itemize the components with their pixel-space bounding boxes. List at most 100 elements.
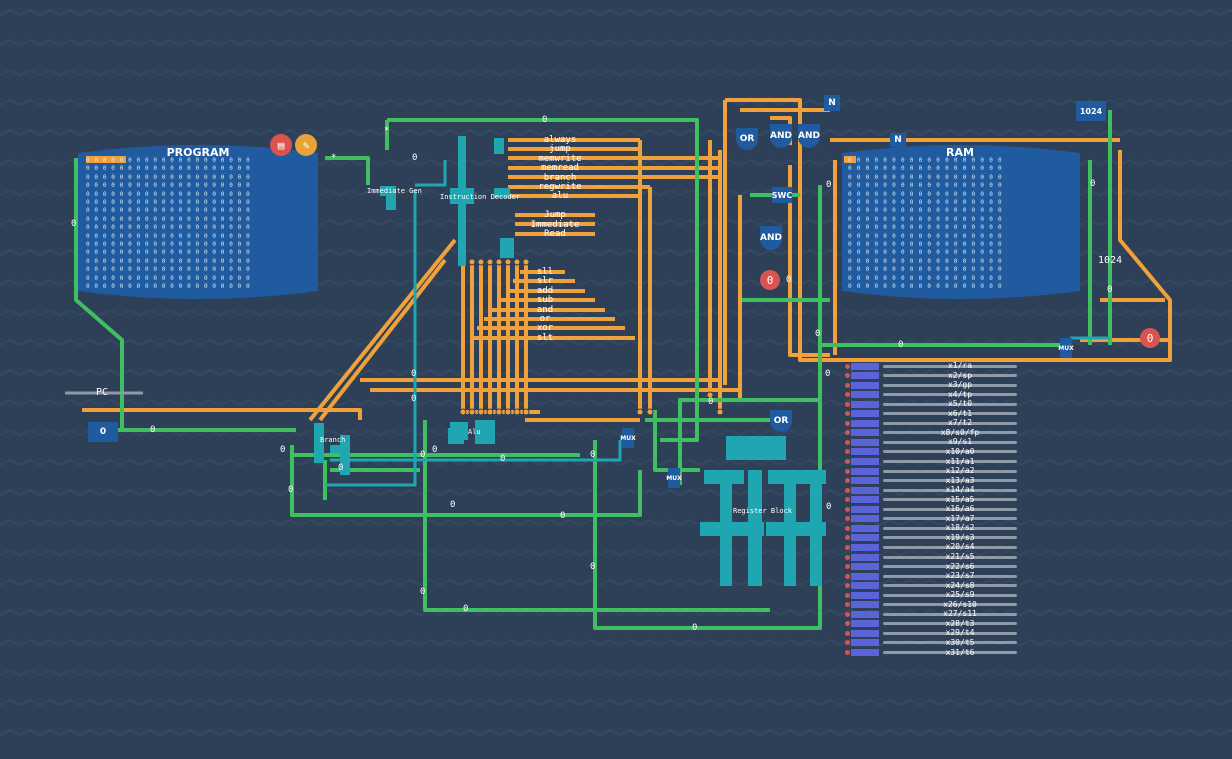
register-value bbox=[851, 563, 879, 571]
register-row[interactable]: x27/s11 bbox=[845, 610, 1025, 618]
not-gate-top[interactable]: N bbox=[824, 95, 840, 111]
register-bus bbox=[883, 517, 1017, 521]
pc-register[interactable]: 0 bbox=[88, 422, 118, 442]
register-row[interactable]: x5/t0 bbox=[845, 400, 1025, 408]
register-row[interactable]: x6/t1 bbox=[845, 409, 1025, 418]
program-panel[interactable] bbox=[74, 143, 322, 301]
register-value bbox=[851, 620, 879, 628]
counter-probe[interactable]: 0 bbox=[760, 270, 780, 290]
or-gate-top[interactable]: OR bbox=[736, 128, 758, 150]
not-gate-ram[interactable]: N bbox=[890, 133, 906, 147]
register-value bbox=[851, 372, 879, 380]
register-name: x14/a4 bbox=[945, 485, 975, 495]
mux-2[interactable]: MUX bbox=[666, 468, 682, 488]
wire-value: 0 bbox=[463, 604, 469, 614]
register-bus bbox=[883, 383, 1017, 387]
register-row[interactable]: x29/t4 bbox=[845, 629, 1025, 637]
program-title: PROGRAM bbox=[166, 146, 230, 159]
ram-panel[interactable] bbox=[838, 143, 1084, 301]
wire-value: 0 bbox=[786, 275, 792, 285]
ram-row: 0 0 0 0 0 0 0 0 0 0 0 0 0 0 0 0 0 0 bbox=[848, 215, 1003, 223]
ram-size-badge[interactable]: 1024 bbox=[1076, 101, 1106, 121]
alu-op-label: add bbox=[536, 285, 554, 296]
register-row[interactable]: x20/s4 bbox=[845, 543, 1025, 551]
register-pin bbox=[845, 611, 850, 617]
register-row[interactable]: x19/s3 bbox=[845, 533, 1025, 542]
branch-shapes bbox=[314, 423, 350, 475]
program-row: 0 0 0 0 0 0 0 0 0 0 0 0 0 0 0 0 0 0 0 0 bbox=[86, 232, 251, 240]
wire-value: 0 bbox=[560, 511, 566, 521]
register-row[interactable]: x13/a3 bbox=[845, 476, 1025, 485]
ram-row: 0 0 0 0 0 0 0 0 0 0 0 0 0 0 0 0 0 0 bbox=[848, 224, 1003, 232]
or-gate-bottom[interactable]: OR bbox=[770, 410, 792, 432]
register-row[interactable]: x15/a5 bbox=[845, 495, 1025, 504]
register-value bbox=[851, 419, 879, 427]
register-row[interactable]: x17/a7 bbox=[845, 514, 1025, 523]
swc-gate[interactable]: SWC bbox=[772, 187, 792, 203]
mux-3[interactable]: MUX bbox=[1058, 338, 1074, 358]
register-name: x23/s7 bbox=[945, 571, 975, 581]
register-row[interactable]: x28/t3 bbox=[845, 619, 1025, 628]
register-bus bbox=[883, 555, 1017, 559]
register-row[interactable]: x21/s5 bbox=[845, 553, 1025, 561]
register-row[interactable]: x12/a2 bbox=[845, 467, 1025, 475]
and-gate-3[interactable]: AND bbox=[760, 226, 782, 250]
register-row[interactable]: x7/t2 bbox=[845, 419, 1025, 427]
register-row[interactable]: x3/gp bbox=[845, 381, 1025, 389]
register-value bbox=[851, 610, 879, 618]
register-value bbox=[851, 410, 879, 418]
register-row[interactable]: x16/a6 bbox=[845, 505, 1025, 513]
register-row[interactable]: x25/s9 bbox=[845, 591, 1025, 599]
wire-value: 0 bbox=[420, 450, 426, 460]
save-icon[interactable]: ▤ bbox=[270, 134, 292, 156]
instruction-decoder-label: Instruction Decoder bbox=[440, 193, 521, 201]
register-bus bbox=[883, 603, 1017, 607]
register-row[interactable]: x8/s0/fp bbox=[845, 428, 1025, 437]
wire-value: 0 bbox=[825, 369, 831, 379]
register-bus bbox=[883, 565, 1017, 569]
ram-row: 0 0 0 0 0 0 0 0 0 0 0 0 0 0 0 0 0 0 bbox=[848, 157, 1003, 164]
register-row[interactable]: x23/s7 bbox=[845, 572, 1025, 580]
register-pin bbox=[845, 373, 850, 379]
register-row[interactable]: x10/a0 bbox=[845, 447, 1025, 456]
register-row[interactable]: x31/t6 bbox=[845, 648, 1025, 657]
program-row: 0 0 0 0 0 0 0 0 0 0 0 0 0 0 0 0 0 0 0 0 bbox=[86, 215, 251, 223]
register-bus bbox=[883, 584, 1017, 588]
register-row[interactable]: x24/s8 bbox=[845, 581, 1025, 590]
register-row[interactable]: x30/t5 bbox=[845, 638, 1025, 647]
register-row[interactable]: x26/s10 bbox=[845, 600, 1025, 609]
register-value bbox=[851, 458, 879, 465]
register-pin bbox=[845, 430, 850, 436]
register-row[interactable]: x14/a4 bbox=[845, 486, 1025, 494]
register-value bbox=[851, 601, 879, 609]
register-value bbox=[851, 391, 879, 399]
register-pin bbox=[845, 382, 850, 388]
wire-value: 0 bbox=[150, 425, 156, 435]
register-row[interactable]: x4/tp bbox=[845, 390, 1025, 399]
edit-icon[interactable]: ✎ bbox=[295, 134, 317, 156]
check-probe[interactable]: 0 bbox=[1140, 328, 1160, 348]
register-bus bbox=[883, 450, 1017, 454]
register-pin bbox=[845, 439, 850, 445]
mux-1[interactable]: MUX bbox=[620, 428, 636, 448]
register-pin bbox=[845, 535, 850, 541]
register-row[interactable]: x1/ra bbox=[845, 362, 1025, 370]
program-row: 0 0 0 0 0 0 0 0 0 0 0 0 0 0 0 0 0 0 0 0 bbox=[86, 241, 251, 248]
register-value bbox=[851, 582, 879, 590]
decoder-output-label: memwrite bbox=[538, 153, 582, 164]
register-pin bbox=[845, 363, 850, 369]
register-row[interactable]: x18/s2 bbox=[845, 524, 1025, 532]
register-row[interactable]: x2/sp bbox=[845, 371, 1025, 380]
decoder-output-label: Immediate bbox=[530, 219, 580, 230]
wire-value: 0 bbox=[590, 450, 596, 460]
register-row[interactable]: x11/a1 bbox=[845, 457, 1025, 466]
and-gate-1[interactable]: AND bbox=[770, 124, 792, 148]
and-gate-2[interactable]: AND bbox=[798, 124, 820, 148]
register-row[interactable]: x9/s1 bbox=[845, 438, 1025, 446]
register-bus bbox=[883, 574, 1017, 578]
immediate-gen-label: Immediate Gen bbox=[367, 187, 422, 195]
register-bus bbox=[883, 631, 1017, 635]
wire-value: 0 bbox=[826, 502, 832, 512]
register-row[interactable]: x22/s6 bbox=[845, 562, 1025, 571]
